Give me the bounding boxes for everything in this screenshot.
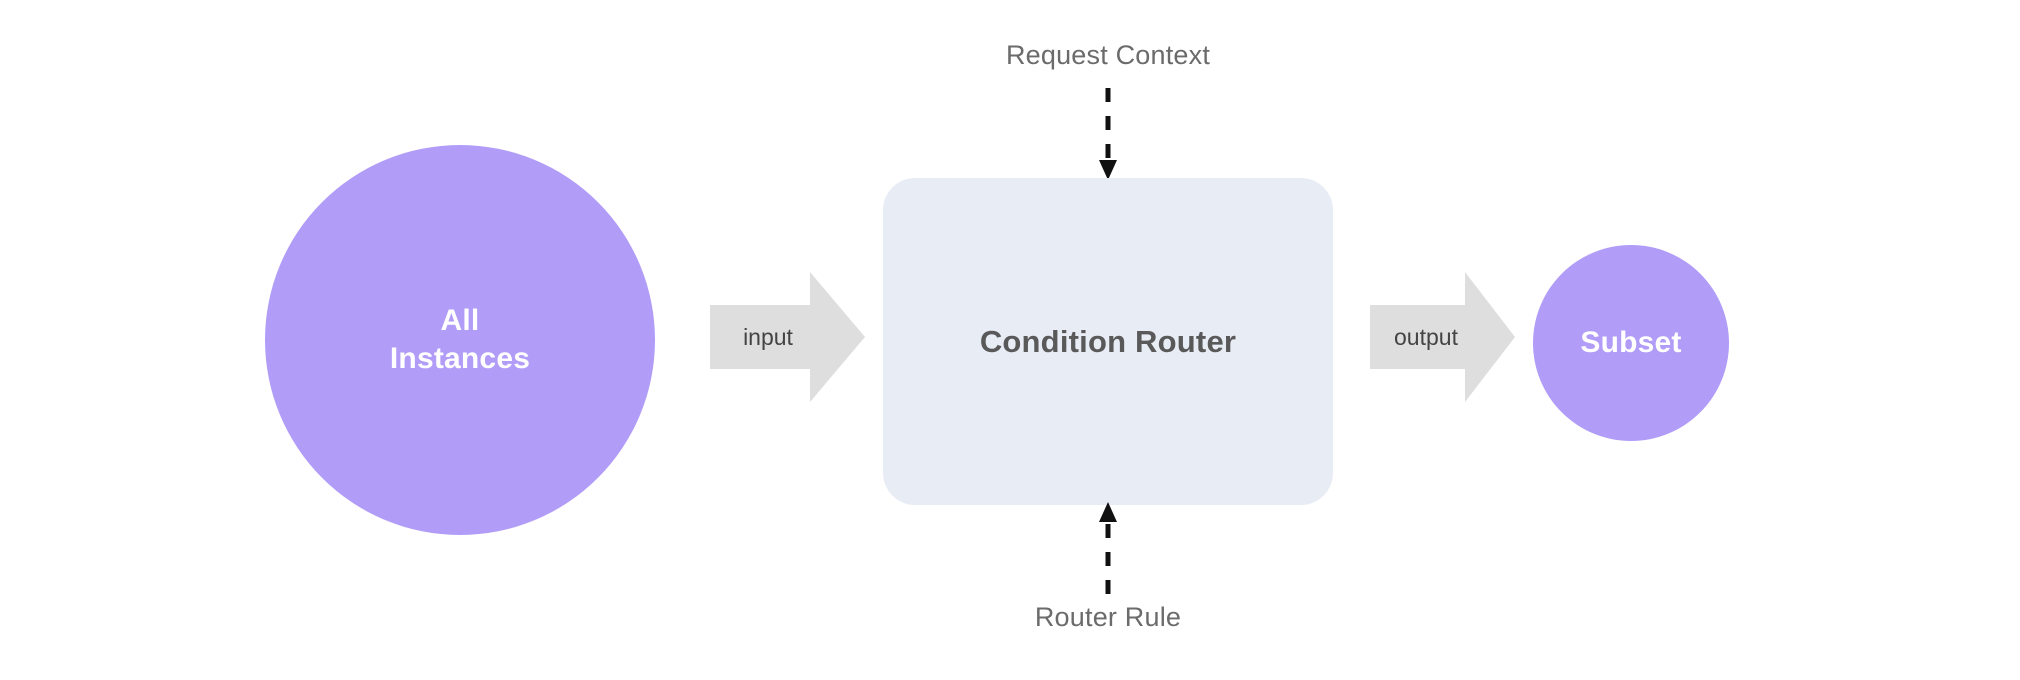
node-condition-router[interactable]: Condition Router — [883, 178, 1333, 505]
block-arrow-right-icon — [1370, 272, 1515, 402]
input-arrow-label: input — [743, 323, 793, 350]
output-arrow-label: output — [1394, 323, 1458, 350]
request-context-dashed-arrow-icon — [1095, 88, 1121, 180]
output-arrow: output — [1370, 272, 1525, 402]
request-context-label: Request Context — [1005, 40, 1211, 70]
node-all-instances[interactable]: All Instances — [265, 145, 655, 535]
input-arrow: input — [710, 272, 865, 402]
node-all-instances-label: All Instances — [389, 303, 531, 375]
router-rule-label: Router Rule — [1034, 602, 1182, 632]
node-subset[interactable]: Subset — [1533, 245, 1729, 441]
router-rule-dashed-arrow-icon — [1095, 502, 1121, 594]
block-arrow-right-icon — [710, 272, 865, 402]
node-condition-router-label: Condition Router — [979, 323, 1237, 359]
node-subset-label: Subset — [1580, 325, 1682, 359]
